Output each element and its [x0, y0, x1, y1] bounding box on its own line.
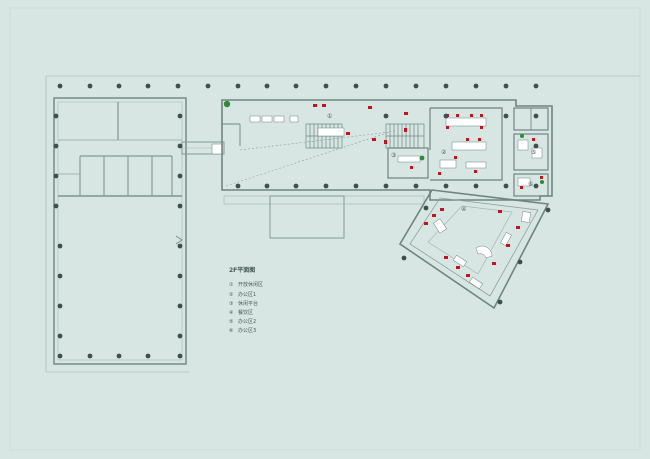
room-marker-5: ⑤	[531, 149, 536, 156]
room-markers: ① ② ③ ④ ⑤ ⑥	[327, 113, 536, 213]
legend-label-3: 休闲平台	[238, 300, 258, 307]
legend-label-2: 办公区1	[238, 291, 256, 298]
plan-title: 2F平面图	[229, 266, 255, 274]
sheet-frame	[9, 7, 641, 451]
legend-num-2: ②	[229, 292, 234, 298]
left-building	[53, 97, 187, 365]
staircase-right	[385, 123, 425, 149]
legend-label-6: 办公区3	[238, 327, 256, 334]
dining-pavilion	[398, 189, 550, 310]
plants	[223, 100, 544, 184]
legend-num-5: ⑤	[229, 319, 233, 325]
room-partitions	[387, 107, 549, 197]
legend-num-6: ⑥	[229, 328, 234, 334]
legend-label-1: 开放休闲区	[238, 281, 263, 288]
legend-label-5: 办公区2	[238, 318, 256, 325]
room-marker-4: ④	[461, 206, 466, 213]
axis-lines	[45, 75, 640, 373]
tables	[249, 115, 543, 290]
room-marker-6: ⑥	[528, 181, 533, 188]
structural-columns	[53, 83, 551, 359]
room-marker-1: ①	[327, 113, 332, 120]
room-marker-2: ②	[441, 149, 447, 156]
legend-num-1: ①	[229, 282, 234, 288]
legend-label-4: 餐饮区	[238, 309, 253, 316]
legend-num-4: ④	[229, 310, 234, 316]
bridge-corridor	[181, 141, 225, 155]
legend-num-3: ③	[229, 301, 233, 307]
room-marker-3: ③	[391, 152, 396, 159]
chairs	[313, 104, 543, 277]
sightlines	[225, 129, 397, 187]
plan-legend: 2F平面图 ① 开放休闲区 ② 办公区1 ③ 休闲平台 ④ 餐饮区 ⑤ 办公区2…	[229, 266, 263, 334]
